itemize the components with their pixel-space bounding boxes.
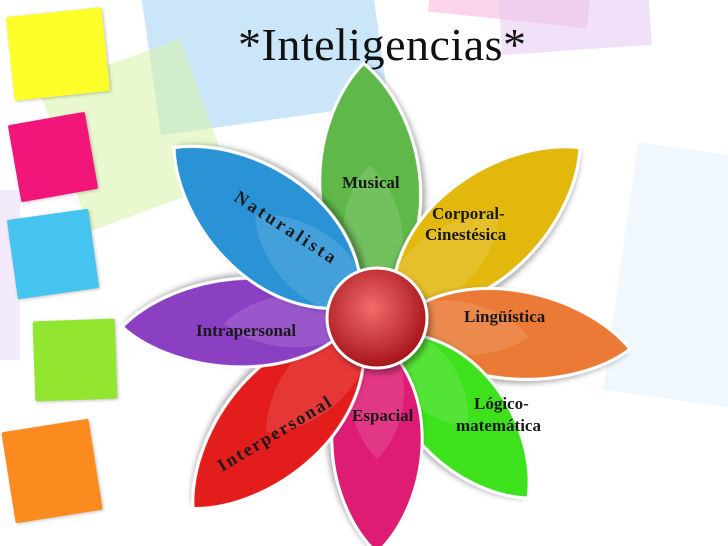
- flower-center: [325, 266, 429, 370]
- petal-label-espacial: Espacial: [352, 406, 414, 425]
- petal-label-corporal-line1: Corporal-: [432, 204, 505, 223]
- petal-naturalista: [172, 144, 364, 310]
- petal-label-logico-line1: Lógico-: [474, 394, 529, 413]
- page-title: *Inteligencias*: [238, 19, 527, 70]
- petal-label-intrapersonal: Intrapersonal: [196, 321, 296, 340]
- petal-label-corporal-line2: Cinestésica: [425, 225, 507, 244]
- petal-label-linguistica: Lingüística: [464, 307, 546, 326]
- petal-label-musical: Musical: [342, 173, 400, 192]
- petal-label-logico-line2: matemática: [456, 416, 541, 435]
